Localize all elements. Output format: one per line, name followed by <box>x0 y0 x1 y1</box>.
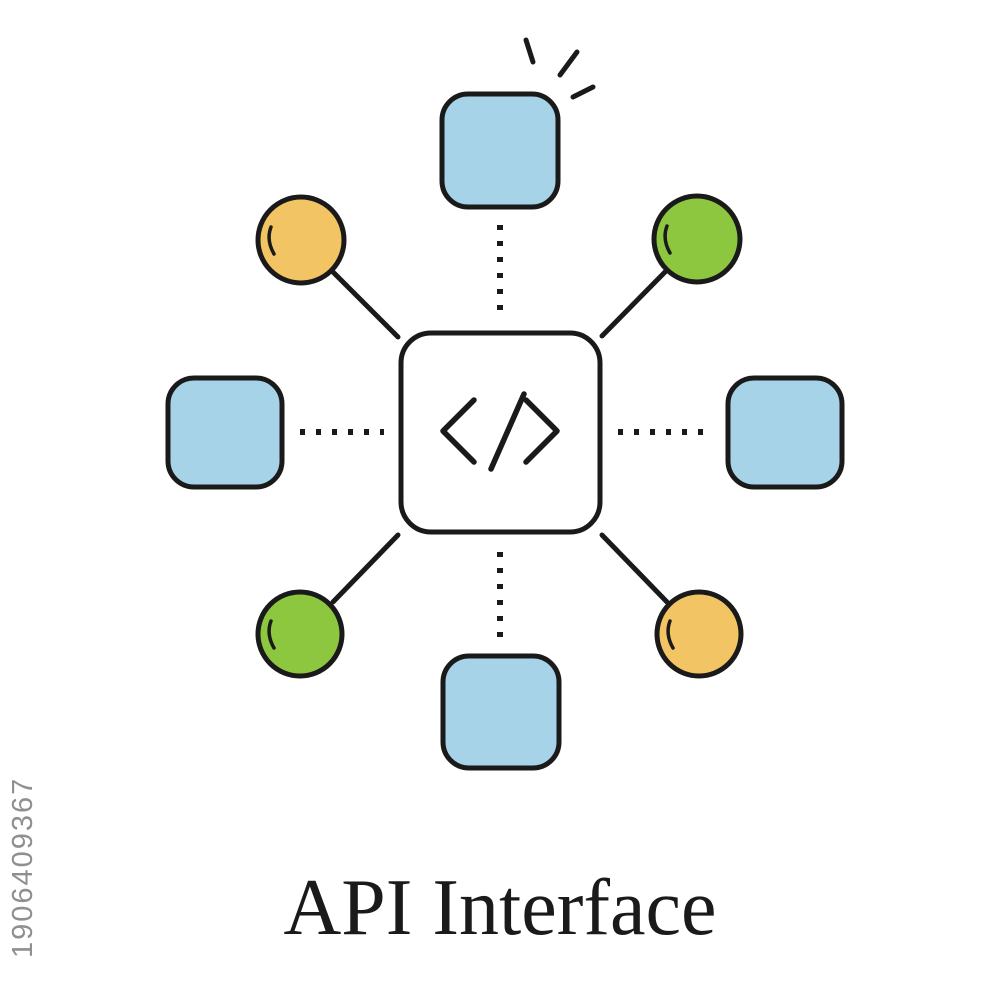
code-slash <box>488 391 527 472</box>
shine-mark <box>666 619 675 650</box>
node-top-square <box>439 91 561 210</box>
watermark-id-text: 1906409367 <box>7 777 39 958</box>
node-top-right-circle <box>651 193 743 285</box>
connector-top-left-solid <box>330 269 401 340</box>
node-bottom-right-circle <box>654 589 744 679</box>
code-chevron-right <box>523 397 560 465</box>
spark-icon <box>523 37 596 100</box>
node-bottom-square <box>440 653 562 771</box>
node-bottom-left-circle <box>255 589 345 679</box>
shine-mark <box>267 225 276 256</box>
node-right-square <box>725 375 845 490</box>
api-core-box <box>398 330 603 535</box>
code-chevron-left <box>440 397 477 465</box>
shine-mark <box>267 619 276 650</box>
connector-top-right-solid <box>599 268 669 339</box>
shine-mark <box>663 224 672 255</box>
connector-bottom-left-solid <box>330 532 401 605</box>
caption-title: API Interface <box>283 864 716 952</box>
connector-bottom-right-solid <box>599 532 670 605</box>
code-icon <box>440 391 560 472</box>
connectors <box>300 225 708 638</box>
node-left-square <box>165 375 285 490</box>
node-top-left-circle <box>255 194 347 286</box>
